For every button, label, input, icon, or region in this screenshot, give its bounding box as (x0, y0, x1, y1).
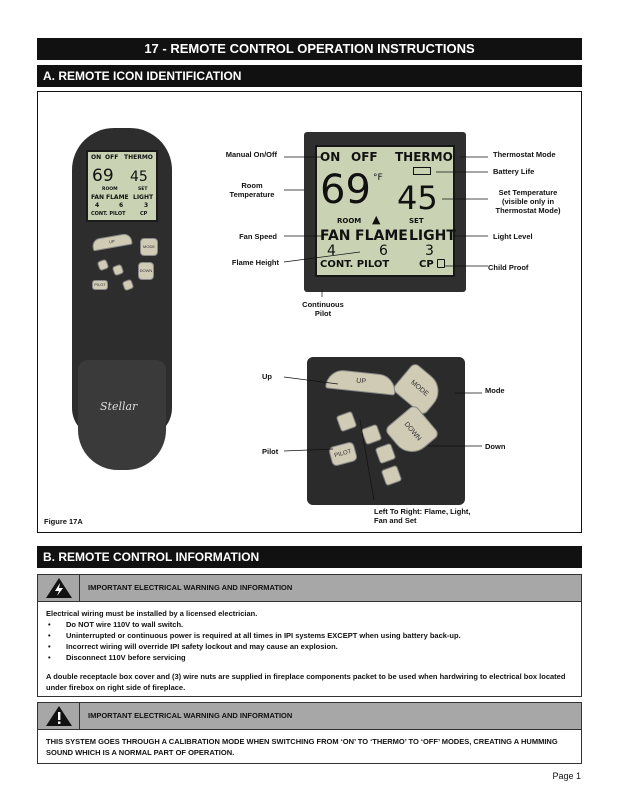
section-a-title: A. REMOTE ICON IDENTIFICATION (37, 65, 582, 87)
warning-body-1: Electrical wiring must be installed by a… (38, 602, 581, 699)
remote-pilot-button: PILOT (92, 280, 108, 290)
label-battery-life: Battery Life (493, 167, 535, 176)
warning-box-2: IMPORTANT ELECTRICAL WARNING AND INFORMA… (37, 702, 582, 764)
lock-icon (437, 259, 445, 268)
warning-title-2: IMPORTANT ELECTRICAL WARNING AND INFORMA… (88, 711, 293, 720)
warning-intro: Electrical wiring must be installed by a… (46, 609, 258, 618)
label-manual-on-off: Manual On/Off (225, 150, 277, 159)
label-pilot: Pilot (262, 447, 279, 456)
label-flame-height: Flame Height (231, 258, 279, 267)
warning-bullets: Do NOT wire 110V to wall switch. Uninter… (46, 619, 573, 663)
label-left-to-right: Left To Right: Flame, Light, Fan and Set (374, 507, 471, 525)
warning-body-2: THIS SYSTEM GOES THROUGH A CALIBRATION M… (46, 737, 558, 757)
label-thermostat-mode: Thermostat Mode (493, 150, 556, 159)
warning-box-1: IMPORTANT ELECTRICAL WARNING AND INFORMA… (37, 574, 582, 697)
caution-warning-icon (46, 706, 72, 726)
flame-icon: ▲ (372, 213, 381, 226)
list-item: Disconnect 110V before servicing (46, 652, 573, 663)
battery-icon (413, 167, 431, 175)
electrical-warning-icon (46, 578, 72, 598)
remote-mode-button: MODE (140, 238, 158, 256)
warning-header-1: IMPORTANT ELECTRICAL WARNING AND INFORMA… (38, 575, 581, 602)
remote-mini-lcd: ON OFF THERMO 69 45 ROOM SET FAN FLAME L… (86, 150, 158, 222)
label-up: Up (262, 372, 272, 381)
figure-caption: Figure 17A (44, 517, 83, 526)
page-title: 17 - REMOTE CONTROL OPERATION INSTRUCTIO… (37, 38, 582, 60)
list-item: Uninterrupted or continuous power is req… (46, 630, 573, 641)
label-down: Down (485, 442, 506, 451)
label-child-proof: Child Proof (488, 263, 529, 272)
section-b-title: B. REMOTE CONTROL INFORMATION (37, 546, 582, 568)
page-number: Page 1 (552, 771, 581, 781)
warning-title-1: IMPORTANT ELECTRICAL WARNING AND INFORMA… (88, 583, 293, 592)
label-mode: Mode (485, 386, 505, 395)
list-item: Incorrect wiring will override IPI safet… (46, 641, 573, 652)
label-room-temperature: Room Temperature (229, 181, 275, 199)
warning-icon-cell (38, 575, 80, 601)
label-set-temperature: Set Temperature (visible only in Thermos… (495, 188, 561, 215)
warning-note: A double receptacle box cover and (3) wi… (46, 672, 566, 692)
brand-logo: Stellar (100, 400, 138, 413)
label-continuous-pilot: Continuous Pilot (302, 300, 344, 318)
warning-icon-cell (38, 703, 80, 729)
label-light-level: Light Level (493, 232, 533, 241)
remote-lower-panel (78, 360, 166, 470)
warning-header-2: IMPORTANT ELECTRICAL WARNING AND INFORMA… (38, 703, 581, 730)
remote-down-button: DOWN (138, 262, 154, 280)
label-fan-speed: Fan Speed (239, 232, 277, 241)
figure-17a (37, 91, 582, 533)
list-item: Do NOT wire 110V to wall switch. (46, 619, 573, 630)
